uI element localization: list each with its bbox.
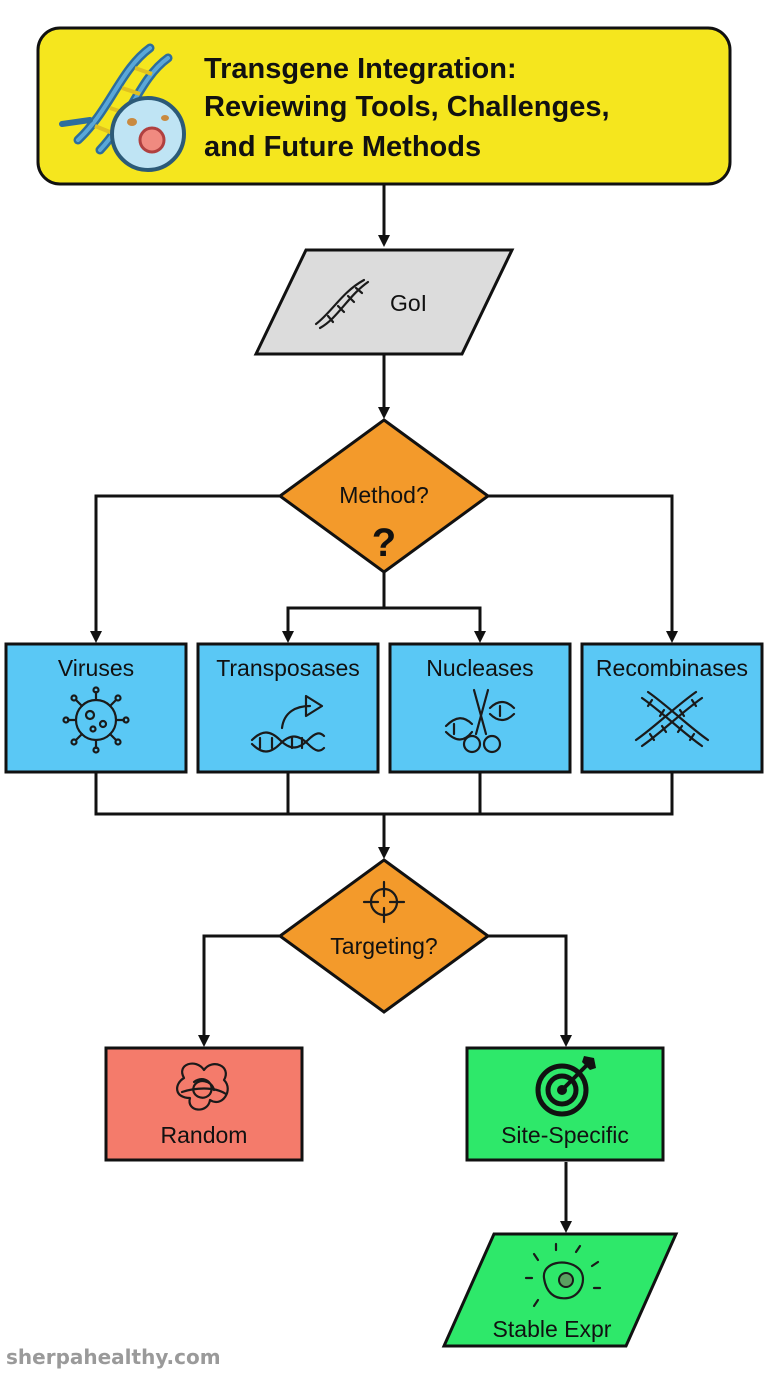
title-banner: Transgene Integration: Reviewing Tools, … [36, 26, 732, 186]
outcome-random: Random [104, 1046, 304, 1162]
method-label: Method? [339, 482, 429, 508]
site-specific-label: Site-Specific [501, 1122, 629, 1148]
outcome-site-specific: Site-Specific [465, 1046, 665, 1162]
tool-box-viruses: Viruses [4, 642, 188, 774]
target-arrow-icon [535, 1056, 596, 1117]
dna-jump-arrow-icon [250, 694, 326, 753]
title-line-1: Transgene Integration: [204, 53, 517, 85]
tool-label-viruses: Viruses [58, 655, 134, 681]
dna-cell-icon [59, 43, 186, 172]
tool-box-nucleases: Nucleases [388, 642, 572, 774]
title-line-2: Reviewing Tools, Challenges, [204, 91, 610, 123]
tool-box-transposases: Transposases [196, 642, 380, 774]
result-stable-expression: Stable Expr [441, 1232, 679, 1348]
method-decision: Method? ? [277, 418, 491, 574]
question-mark-icon: ? [372, 521, 396, 565]
virus-icon [62, 686, 130, 754]
tangle-icon [176, 1062, 229, 1111]
dna-icon [314, 278, 370, 330]
targeting-decision: Targeting? [277, 858, 491, 1014]
connectors [90, 184, 678, 1233]
random-label: Random [161, 1122, 248, 1148]
targeting-label: Targeting? [330, 933, 437, 959]
title-line-3: and Future Methods [204, 131, 481, 163]
gene-of-interest-input: GoI [253, 248, 515, 356]
watermark: sherpahealthy.com [6, 1345, 221, 1369]
tool-box-recombinases: Recombinases [580, 642, 764, 774]
tool-label-nucleases: Nucleases [426, 655, 533, 681]
stable-expr-label: Stable Expr [493, 1316, 612, 1342]
crossed-dna-icon [634, 690, 710, 748]
tool-label-recombinases: Recombinases [596, 655, 748, 681]
goi-label: GoI [390, 290, 427, 316]
tool-label-transposases: Transposases [216, 655, 360, 681]
scissors-dna-icon [444, 688, 516, 754]
crosshair-icon [362, 880, 406, 924]
glowing-cell-icon [524, 1242, 602, 1308]
